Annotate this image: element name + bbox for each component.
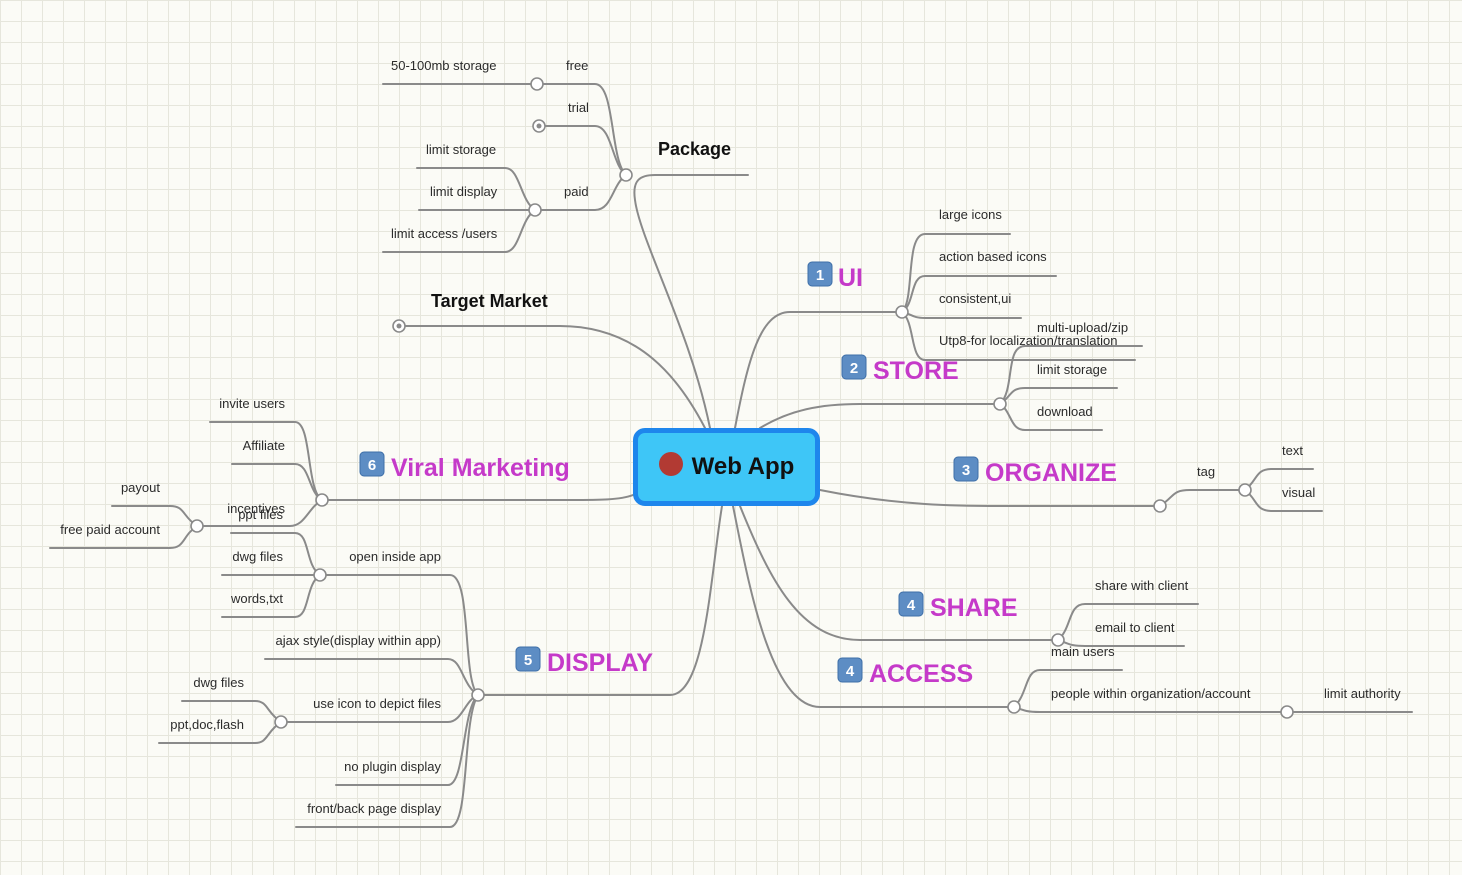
display-front-back-page[interactable]: front/back page display — [307, 801, 441, 816]
share-item-share-with-client[interactable]: share with client — [1095, 578, 1189, 593]
tag-label[interactable]: tag — [1197, 464, 1215, 479]
target-market-knob-dot — [396, 323, 402, 329]
viral-affiliate[interactable]: Affiliate — [243, 438, 285, 453]
free-storage-label[interactable]: 50-100mb storage — [391, 58, 497, 73]
trial-knob-dot — [536, 123, 542, 129]
red-dot-icon — [658, 452, 683, 476]
share-title[interactable]: SHARE — [930, 594, 1018, 622]
incentives-collapse-knob[interactable] — [190, 519, 204, 533]
store-collapse-knob[interactable] — [993, 397, 1007, 411]
access-item-limit-authority[interactable]: limit authority — [1324, 686, 1401, 701]
viral-badge: 6 — [359, 451, 385, 477]
share-badge: 4 — [898, 591, 924, 617]
store-item-download[interactable]: download — [1037, 404, 1093, 419]
display-open-inside-app[interactable]: open inside app — [349, 549, 441, 564]
viral-incentive-free-paid-account[interactable]: free paid account — [60, 522, 160, 537]
paid-collapse-knob[interactable] — [528, 203, 542, 217]
package-title[interactable]: Package — [658, 139, 731, 159]
paid-item-limit-storage[interactable]: limit storage — [426, 142, 496, 157]
ui-collapse-knob[interactable] — [895, 305, 909, 319]
access-item-main-users[interactable]: main users — [1051, 644, 1115, 659]
viral-incentives[interactable]: incentives — [227, 501, 285, 516]
display-ajax-style[interactable]: ajax style(display within app) — [276, 633, 441, 648]
store-item-multi-upload[interactable]: multi-upload/zip — [1037, 320, 1128, 335]
access-title[interactable]: ACCESS — [869, 660, 973, 688]
display-open-item-ppt[interactable]: ppt files — [238, 507, 283, 522]
share-collapse-knob[interactable] — [1051, 633, 1065, 647]
paid-label[interactable]: paid — [564, 184, 589, 199]
display-badge: 5 — [515, 646, 541, 672]
access-badge: 4 — [837, 657, 863, 683]
organize-badge: 3 — [953, 456, 979, 482]
free-label[interactable]: free — [566, 58, 588, 73]
display-use-icon[interactable]: use icon to depict files — [313, 696, 441, 711]
ui-item-large-icons[interactable]: large icons — [939, 207, 1002, 222]
store-title[interactable]: STORE — [873, 357, 959, 385]
target-market-title[interactable]: Target Market — [431, 291, 548, 311]
ui-badge: 1 — [807, 261, 833, 287]
branch-knobs — [190, 77, 1294, 729]
tag-item-visual[interactable]: visual — [1282, 485, 1315, 500]
free-collapse-knob[interactable] — [530, 77, 544, 91]
display-title[interactable]: DISPLAY — [547, 649, 653, 677]
tag-item-text[interactable]: text — [1282, 443, 1303, 458]
display-icon-item-ppt-doc-flash[interactable]: ppt,doc,flash — [170, 717, 244, 732]
access-badge-number: 4 — [846, 663, 855, 680]
viral-invite-users[interactable]: invite users — [219, 396, 285, 411]
store-badge: 2 — [841, 354, 867, 380]
viral-title[interactable]: Viral Marketing — [391, 454, 570, 482]
paid-item-limit-display[interactable]: limit display — [430, 184, 498, 199]
organize-title[interactable]: ORGANIZE — [985, 459, 1117, 487]
share-item-email-to-client[interactable]: email to client — [1095, 620, 1175, 635]
use-icon-collapse-knob[interactable] — [274, 715, 288, 729]
ui-item-action-based-icons[interactable]: action based icons — [939, 249, 1047, 264]
display-icon-item-dwg[interactable]: dwg files — [193, 675, 244, 690]
paid-item-limit-access[interactable]: limit access /users — [391, 226, 498, 241]
ui-item-consistent[interactable]: consistent,ui — [939, 291, 1011, 306]
central-topic-label: Web App — [691, 453, 795, 480]
people-collapse-knob[interactable] — [1280, 705, 1294, 719]
display-collapse-knob[interactable] — [471, 688, 485, 702]
display-open-item-words[interactable]: words,txt — [230, 591, 283, 606]
access-collapse-knob[interactable] — [1007, 700, 1021, 714]
open-inside-collapse-knob[interactable] — [313, 568, 327, 582]
organize-collapse-knob[interactable] — [1153, 499, 1167, 513]
viral-collapse-knob[interactable] — [315, 493, 329, 507]
display-badge-number: 5 — [524, 652, 532, 669]
ui-item-utp8[interactable]: Utp8-for localization/translation — [939, 333, 1117, 348]
ui-badge-number: 1 — [816, 267, 824, 284]
central-topic[interactable]: Web App — [633, 428, 820, 506]
viral-badge-number: 6 — [368, 457, 376, 474]
store-badge-number: 2 — [850, 360, 858, 377]
share-badge-number: 4 — [907, 597, 916, 614]
trial-label[interactable]: trial — [568, 100, 589, 115]
tag-collapse-knob[interactable] — [1238, 483, 1252, 497]
display-no-plugin[interactable]: no plugin display — [344, 759, 441, 774]
organize-badge-number: 3 — [962, 462, 970, 479]
ui-title[interactable]: UI — [838, 264, 863, 292]
package-collapse-knob[interactable] — [619, 168, 633, 182]
viral-incentive-payout[interactable]: payout — [121, 480, 160, 495]
store-item-limit-storage[interactable]: limit storage — [1037, 362, 1107, 377]
display-open-item-dwg[interactable]: dwg files — [232, 549, 283, 564]
access-item-people[interactable]: people within organization/account — [1051, 686, 1251, 701]
